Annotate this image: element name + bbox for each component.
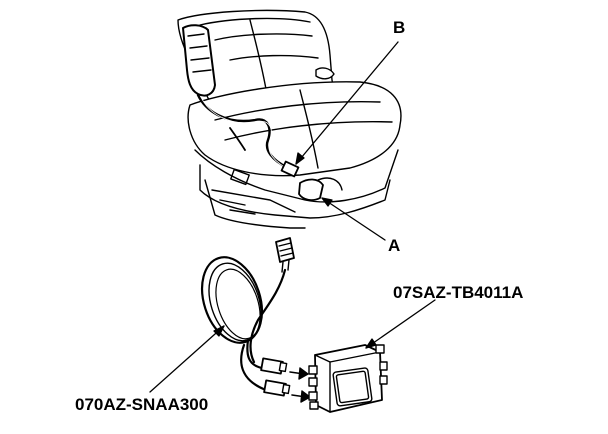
callout-a-label: A <box>388 236 401 255</box>
seat-drawing <box>177 9 402 229</box>
seat-wiring <box>196 93 343 201</box>
connector-a <box>298 178 324 201</box>
test-box-part-label: 07SAZ-TB4011A <box>393 283 524 302</box>
test-box-drawing <box>308 344 388 413</box>
callout-b-label: B <box>393 18 406 37</box>
test-harness-drawing <box>201 237 311 403</box>
connector-b <box>280 160 300 178</box>
harness-part-label: 070AZ-SNAA300 <box>75 395 209 414</box>
leader-lines <box>149 41 436 393</box>
